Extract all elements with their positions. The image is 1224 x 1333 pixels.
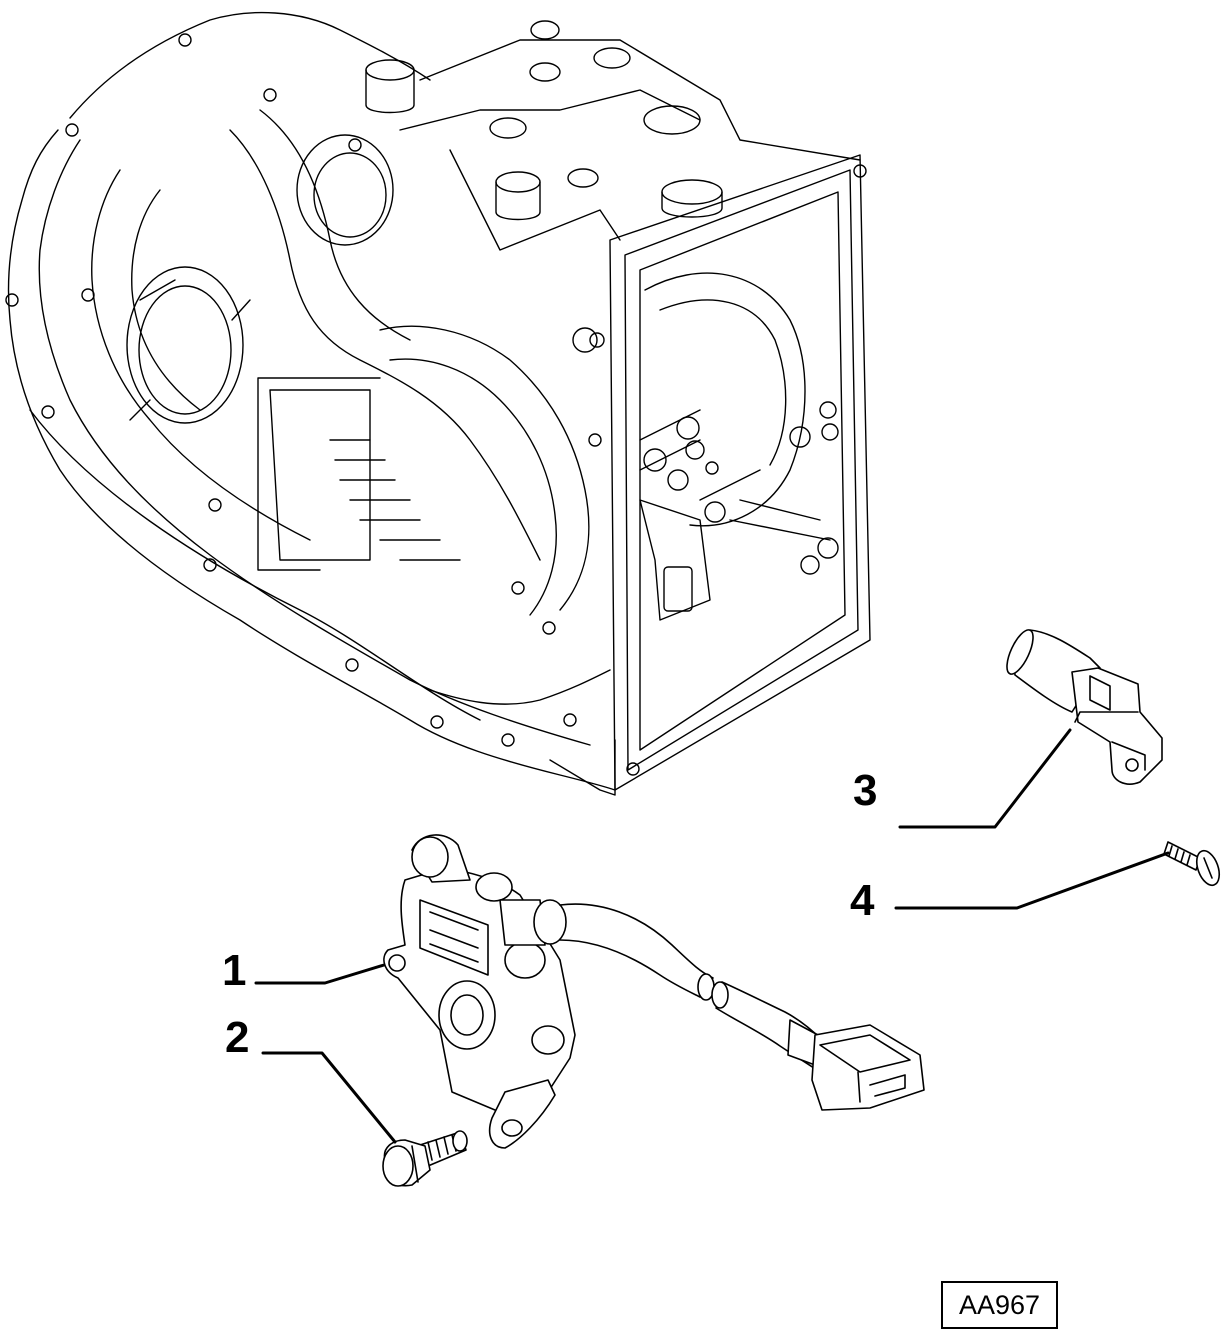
flange-bolt	[382, 1130, 468, 1187]
callout-4: 4	[850, 876, 875, 925]
figure-code-label: AA967	[941, 1281, 1058, 1329]
gear-selector-switch	[383, 834, 925, 1149]
screw	[1163, 841, 1221, 887]
callout-2: 2	[225, 1013, 249, 1062]
leader-line-1	[254, 963, 386, 985]
housing-bolt-holes	[5, 33, 867, 776]
speed-sensor	[1006, 629, 1163, 785]
leader-line-2	[261, 1051, 397, 1144]
callout-1: 1	[222, 946, 246, 995]
leader-lines	[254, 728, 1170, 1144]
transmission-housing	[5, 11, 871, 796]
callout-3: 3	[853, 766, 877, 815]
leader-line-3	[898, 728, 1072, 829]
leader-line-4	[894, 851, 1170, 910]
